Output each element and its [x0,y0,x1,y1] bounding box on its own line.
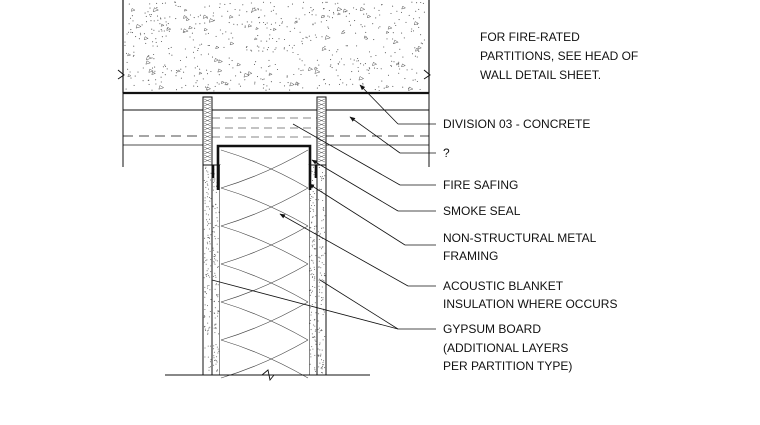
concrete-slab [117,0,431,95]
callout-framing-line-2: FRAMING [443,249,498,263]
metal-framing-track [211,144,318,190]
callout-gypsum-line-3: PER PARTITION TYPE) [443,359,572,373]
smoke-seal-strips [202,96,327,166]
soffit-lines [122,93,430,167]
callout-labels: DIVISION 03 - CONCRETE ? FIRE SAFING SMO… [443,117,617,373]
callout-smoke-seal: SMOKE SEAL [443,204,521,218]
callout-fire-safing: FIRE SAFING [443,178,518,192]
callout-insulation-line-1: ACOUSTIC BLANKET [443,279,564,293]
note-line-2: PARTITIONS, SEE HEAD OF [480,49,638,63]
callout-gypsum-line-1: GYPSUM BOARD [443,322,541,336]
floor-line [165,369,370,382]
callout-insulation-line-2: INSULATION WHERE OCCURS [443,297,617,311]
note-line-1: FOR FIRE-RATED [480,30,580,44]
callout-unknown: ? [443,146,450,160]
note-line-3: WALL DETAIL SHEET. [480,68,601,82]
callout-framing-line-1: NON-STRUCTURAL METAL [443,231,597,245]
leader-lines [211,84,436,330]
gypsum-board [202,164,327,376]
concrete-stipple [124,1,425,92]
fire-safing-zone [212,109,317,138]
callout-concrete: DIVISION 03 - CONCRETE [443,117,590,131]
acoustic-blanket-insulation [220,149,309,379]
callout-gypsum-line-2: (ADDITIONAL LAYERS [443,341,568,355]
fire-rated-note: FOR FIRE-RATED PARTITIONS, SEE HEAD OF W… [480,30,638,82]
